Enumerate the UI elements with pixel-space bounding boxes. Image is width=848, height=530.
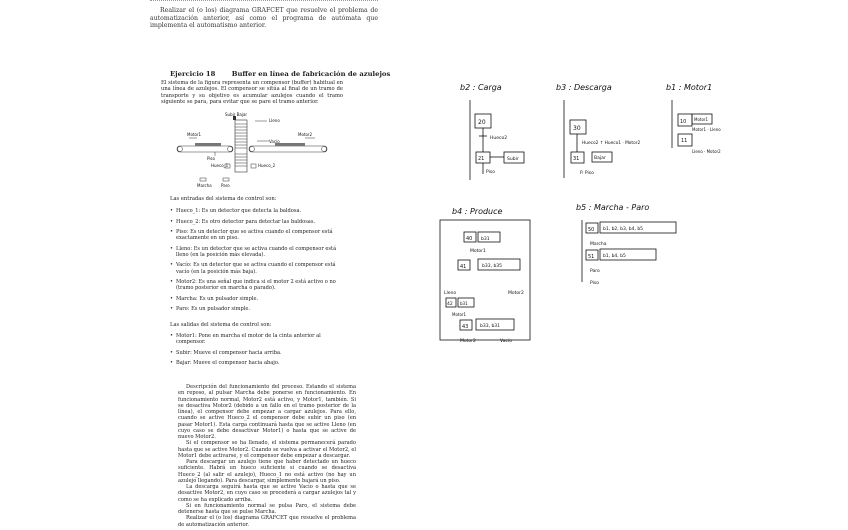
- fig-label-motor2: Motor2: [298, 132, 313, 137]
- g4-cond-right: Motor2: [508, 290, 524, 296]
- exercise-number: Ejercicio 18: [170, 70, 216, 78]
- grafcet-g3: b3 : Descarga 30 Hueco2 ↑ Hueco1 · Motor…: [556, 83, 640, 178]
- exercise-description: El sistema de la figura representa un co…: [161, 80, 343, 105]
- g1-cond2: Lleno · Motor2: [692, 149, 721, 154]
- g4-step4: 43: [462, 324, 468, 330]
- grafcet-g5: b5 : Marcha - Paro 50 b1, b2, b3, b4, b5…: [576, 203, 677, 286]
- g2-step1: 20: [478, 119, 486, 126]
- list-item: Vacío: Es un detector que se activa cuan…: [170, 262, 345, 274]
- list-item: Marcha: Es un pulsador simple.: [170, 296, 345, 302]
- fig-label-hueco2: Hueco_2: [258, 163, 276, 168]
- g2-step2: 21: [478, 156, 484, 162]
- outputs-list: Motor1: Pone en marcha el motor de la ci…: [170, 333, 345, 371]
- g4-cond-bottom-left: Motor2: [460, 338, 476, 344]
- list-item: Motor2: Es una señal que indica si el mo…: [170, 279, 345, 291]
- page-top-edge: [150, 0, 378, 3]
- fig-label-vacio: Vacío: [269, 139, 280, 144]
- g2-cond1: Hueco2: [490, 135, 507, 141]
- g4-cond-bottom-right: Vacío: [500, 337, 512, 344]
- conveyor-2: [248, 143, 328, 153]
- pushbuttons: [199, 177, 230, 182]
- g4-step3: 42: [447, 301, 453, 307]
- fig-label-hueco1: Hueco_1: [211, 163, 229, 168]
- grafcet-g2: b2 : Carga 20 Hueco2 21 Subir Piso: [460, 83, 525, 180]
- g2-title: b2 : Carga: [460, 83, 502, 92]
- g4-cond1: Motor1: [470, 248, 486, 254]
- list-item: Hueco_1: Es un detector que detecta la b…: [170, 208, 345, 214]
- process-paragraph: La descarga seguirá hasta que se active …: [178, 484, 356, 503]
- g4-action1: b31: [481, 236, 490, 242]
- g4-action2: b33, b35: [482, 263, 502, 269]
- process-paragraph: Si el compensor se ha llenado, el sistem…: [178, 440, 356, 459]
- g5-cond1: Marcha: [590, 241, 607, 247]
- list-item: Lleno: Es un detector que se activa cuan…: [170, 246, 345, 258]
- inputs-list: Hueco_1: Es un detector que detecta la b…: [170, 208, 345, 317]
- g5-step1: 50: [588, 227, 594, 233]
- list-item: Paro: Es un pulsador simple.: [170, 306, 345, 312]
- fig-label-motor1: Motor1: [187, 132, 202, 137]
- intro-paragraph: Realizar el (o los) diagrama GRAFCET que…: [150, 7, 378, 30]
- conveyor-1: [176, 143, 234, 153]
- grafcet-g4: b4 : Produce 40 b31 Motor1 41 b33, b35 L…: [439, 207, 531, 344]
- process-paragraph: Realizar el (o los) diagrama GRAFCET que…: [178, 515, 356, 528]
- g5-title: b5 : Marcha - Paro: [576, 203, 649, 212]
- g5-cond2: Paro: [590, 268, 600, 274]
- process-paragraph: Para descargar un azulejo tiene que habe…: [178, 459, 356, 484]
- g3-cond2: P. Piso: [580, 170, 594, 176]
- fig-label-subir-bajar: Subir Bajar: [225, 112, 247, 117]
- g4-cond3: Motor1: [452, 312, 467, 317]
- list-item: Motor1: Pone en marcha el motor de la ci…: [170, 333, 345, 345]
- process-paragraph: Si en funcionamiento normal se pulsa Par…: [178, 502, 356, 515]
- g5-cond3: Piso: [590, 280, 599, 286]
- g5-action1: b1, b2, b3, b4, b5: [603, 226, 643, 232]
- g2-cond2: Piso: [486, 169, 495, 175]
- g5-step2: 51: [588, 254, 594, 260]
- g2-action2: Subir: [507, 156, 519, 162]
- motor-boxes: [189, 120, 315, 169]
- exercise-title: Buffer en línea de fabricación de azulej…: [231, 70, 391, 78]
- process-paragraph: Descripción del funcionamiento del proce…: [178, 384, 356, 440]
- g4-action3: b31: [460, 301, 468, 306]
- g1-cond1: Motor1 · Lleno: [692, 127, 721, 132]
- g1-action1: Motor1: [694, 117, 709, 122]
- list-item: Bajar: Mueve el compensor hacia abajo.: [170, 360, 345, 366]
- g3-step1: 30: [573, 125, 581, 132]
- process-description: Descripción del funcionamiento del proce…: [178, 384, 356, 528]
- handwritten-grafcet-notes: b2 : Carga 20 Hueco2 21 Subir Piso b3 : …: [439, 83, 721, 344]
- inputs-title: Las entradas del sistema de control son:: [170, 196, 277, 202]
- fig-label-marcha: Marcha: [197, 183, 212, 188]
- list-item: Subir: Mueve el compensor hacia arriba.: [170, 350, 345, 356]
- g3-title: b3 : Descarga: [556, 83, 612, 92]
- buffer-figure: Subir Bajar Lleno Motor1 Motor2 Vacío Pi…: [176, 112, 328, 188]
- list-item: Hueco_2: Es otro detector para detectar …: [170, 219, 345, 225]
- g4-action4: b33, b31: [480, 323, 500, 329]
- grafcet-g1: b1 : Motor1 10 Motor1 Motor1 · Lleno 11 …: [666, 83, 721, 154]
- g1-title: b1 : Motor1: [666, 83, 712, 92]
- exercise-heading: Ejercicio 18 Buffer en línea de fabricac…: [170, 70, 404, 78]
- buffer-tower: [233, 116, 248, 173]
- fig-label-lleno: Lleno: [269, 118, 280, 123]
- fig-label-paro: Paro: [221, 183, 230, 188]
- g3-cond1: Hueco2 ↑ Hueco1 · Motor2: [582, 140, 640, 146]
- g1-step2: 11: [681, 138, 687, 144]
- fig-label-piso: Piso: [207, 156, 216, 161]
- g5-action2: b1, b4, b5: [603, 253, 626, 259]
- g4-title: b4 : Produce: [452, 207, 503, 216]
- g4-step2: 41: [460, 264, 466, 270]
- g3-action2: Bajar: [594, 155, 606, 161]
- outputs-title: Las salidas del sistema de control son:: [170, 322, 272, 328]
- g1-step1: 10: [680, 119, 686, 125]
- g3-step2: 31: [573, 156, 579, 162]
- g4-cond-left: Lleno: [444, 290, 456, 296]
- intro-block: Realizar el (o los) diagrama GRAFCET que…: [150, 7, 378, 30]
- g4-step1: 40: [466, 236, 472, 242]
- list-item: Piso: Es un detector que se activa cuand…: [170, 229, 345, 241]
